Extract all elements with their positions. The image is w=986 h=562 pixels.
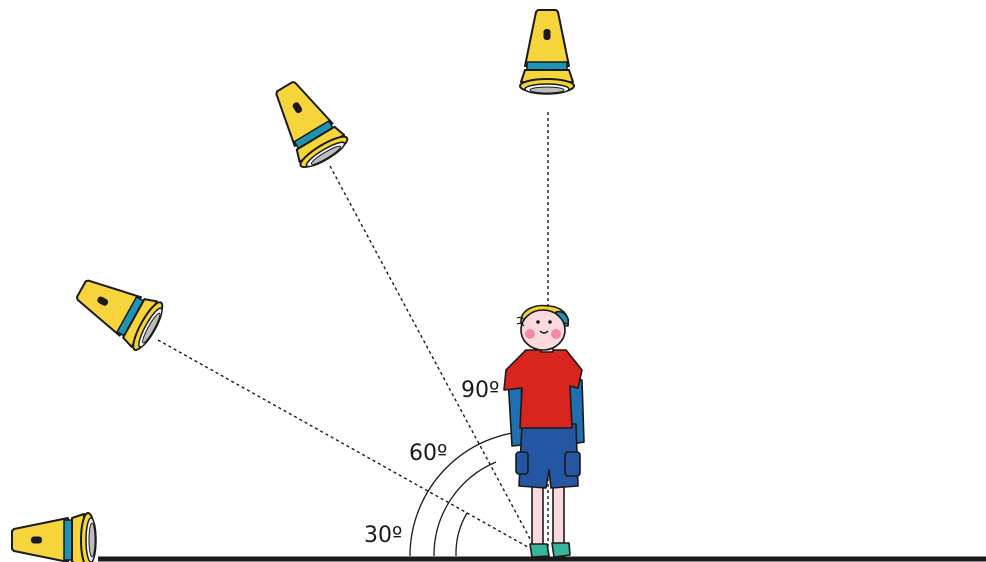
light-rays [158, 112, 548, 551]
ray-30 [158, 340, 535, 551]
flashlight-icon [68, 266, 168, 354]
angle-label-30: 30º [364, 523, 402, 548]
child-icon [504, 306, 584, 557]
arc-inner [456, 513, 467, 556]
flashlight-icon [262, 73, 352, 173]
flashlight-icon [12, 513, 96, 562]
angle-label-60: 60º [409, 441, 447, 466]
angle-label-90: 90º [461, 378, 499, 403]
flashlight-icon [520, 10, 574, 94]
ray-60 [330, 166, 536, 550]
arc-middle [434, 462, 496, 556]
